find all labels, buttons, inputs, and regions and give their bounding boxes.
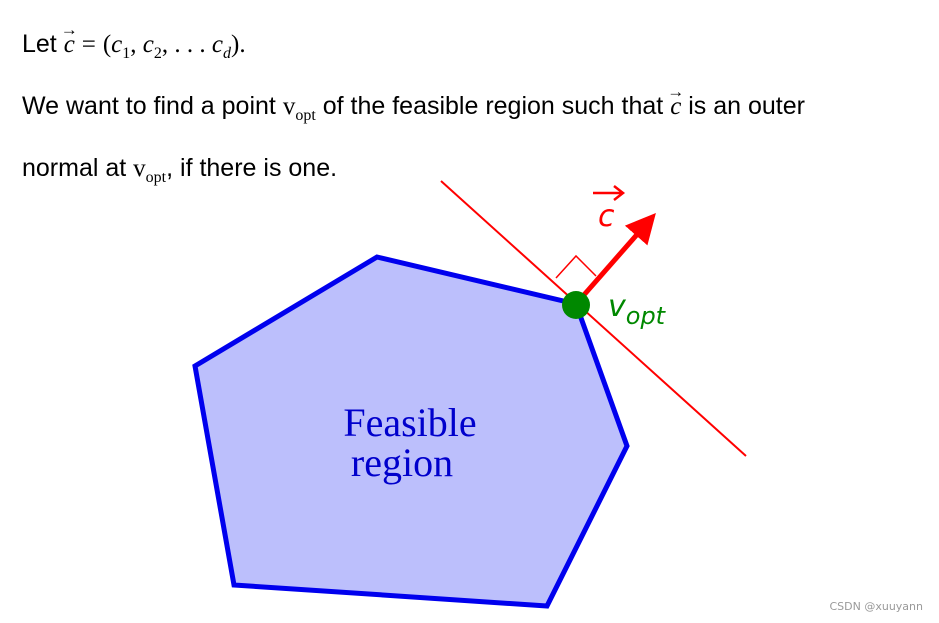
goal-text-e: , if there is one. (166, 154, 338, 182)
v-opt-subscript: opt (295, 107, 316, 124)
c2-subscript: 2 (153, 45, 162, 62)
c-vector-symbol: c (64, 19, 75, 71)
cd-subscript: d (223, 45, 231, 62)
supporting-line (440, 180, 747, 457)
normal-line: normal at vopt, if there is one. (22, 142, 922, 204)
comma-1: , (130, 31, 143, 58)
goal-line: We want to find a point vopt of the feas… (22, 80, 922, 142)
equals-sign: = (81, 31, 96, 58)
normal-vector-arrow (574, 212, 656, 306)
vertex-label: vopt (608, 289, 667, 330)
right-angle-marker (555, 254, 597, 279)
optimal-vertex-point (562, 291, 590, 319)
vector-c-label-arrow (593, 185, 626, 201)
v-opt-symbol: vopt (282, 93, 316, 124)
v-symbol-2: v (133, 155, 146, 182)
c1-symbol: c (111, 31, 123, 58)
definition-line: Let c = (c1, c2, . . . cd). (22, 18, 922, 80)
ellipsis: , . . . (161, 31, 212, 58)
tuple-close: ). (231, 31, 246, 58)
goal-text-d: normal at (22, 154, 127, 182)
let-word: Let (22, 30, 57, 58)
region-label-line-1: Feasible (343, 400, 476, 445)
v-opt-subscript-2: opt (145, 169, 167, 186)
vector-c-label: c (598, 199, 615, 234)
goal-text-b: of the feasible region such that (322, 92, 664, 120)
region-label-line-2: region (351, 440, 453, 485)
c1-subscript: 1 (122, 45, 131, 62)
description-text: Let c = (c1, c2, . . . cd). We want to f… (22, 18, 922, 204)
c2-symbol: c (142, 31, 154, 58)
goal-text-a: We want to find a point (22, 92, 276, 120)
goal-text-c: is an outer (688, 92, 805, 120)
c-vector-symbol-2: c (670, 81, 681, 133)
watermark: CSDN @xuuyann (829, 600, 923, 613)
v-opt-symbol-2: vopt (133, 155, 166, 186)
vertex-label-main: v (608, 289, 627, 324)
tuple-open: ( (102, 31, 112, 58)
cd-symbol: c (211, 31, 223, 58)
vertex-label-sub: opt (626, 302, 667, 330)
v-symbol: v (282, 93, 296, 120)
